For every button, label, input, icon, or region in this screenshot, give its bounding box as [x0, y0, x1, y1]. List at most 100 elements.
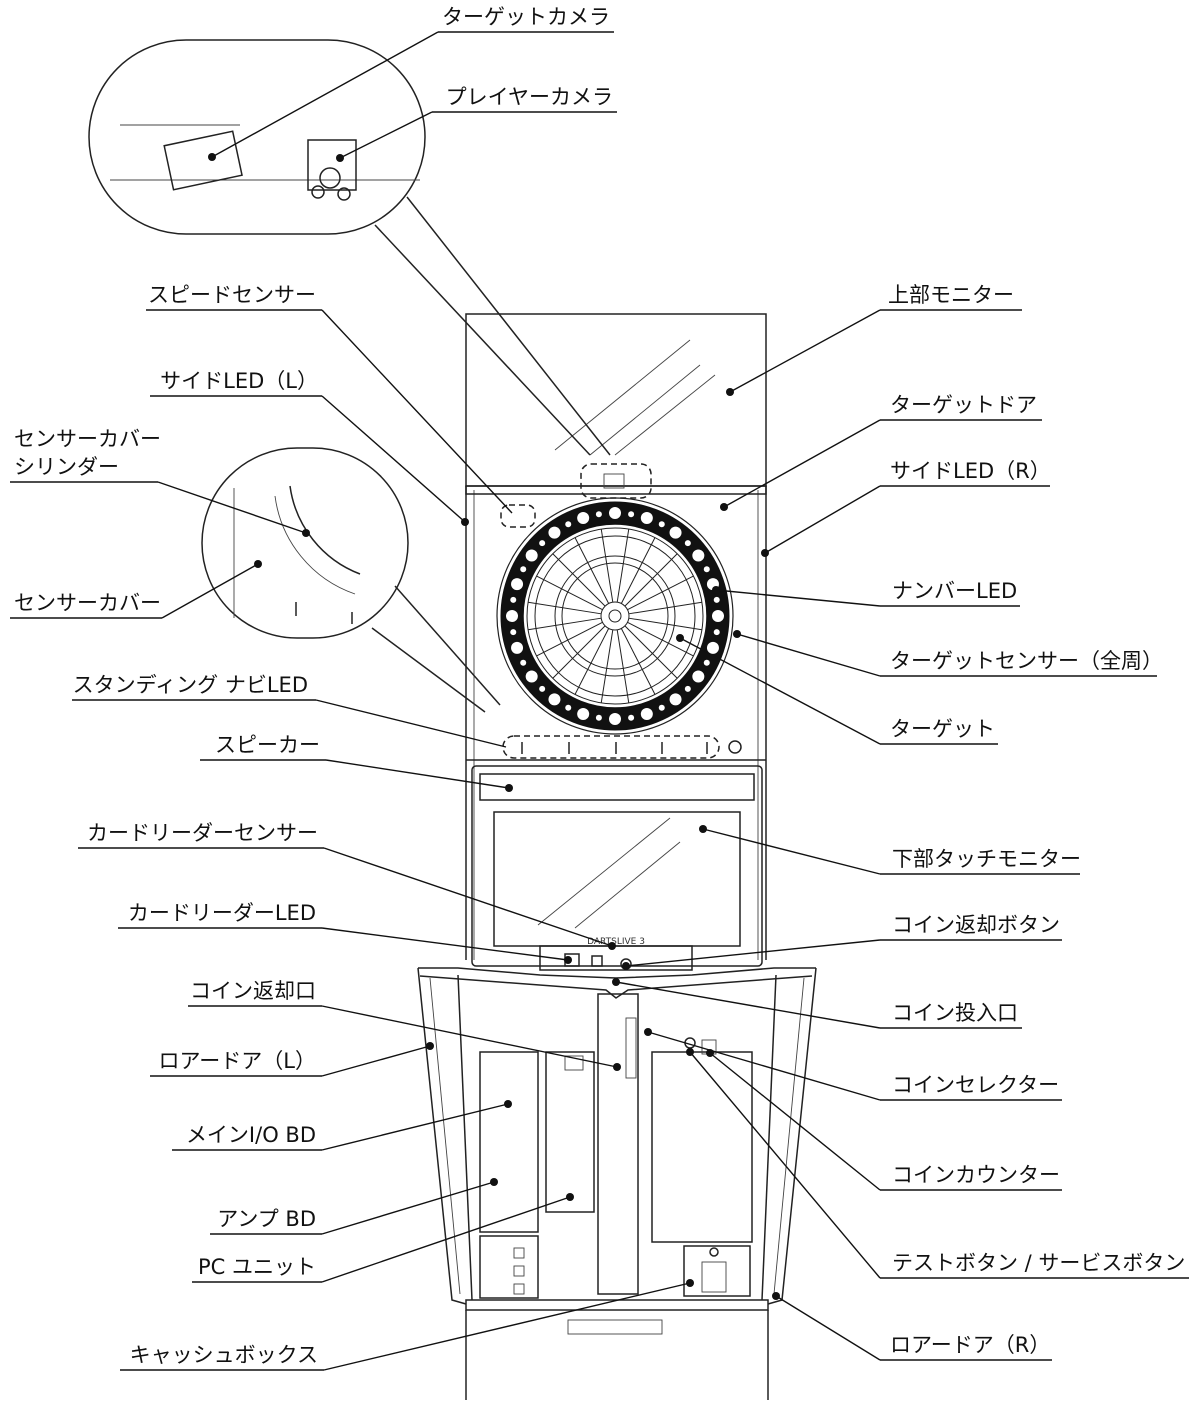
callout-lower-door-r: ロアードア（R） — [772, 1292, 1052, 1361]
callout-coin-selector: コインセレクター — [644, 1028, 1062, 1101]
callout-cash-box: キャッシュボックス — [120, 1279, 694, 1371]
label-standing-navi-led: スタンディング ナビLED — [73, 673, 308, 697]
label-target-door: ターゲットドア — [890, 393, 1037, 417]
board-segment-line — [627, 621, 694, 657]
label-cash-box: キャッシュボックス — [130, 1343, 318, 1367]
callout-number-led: ナンバーLED — [712, 579, 1020, 607]
board-ring — [608, 609, 622, 623]
number-led-dot — [595, 714, 602, 721]
label-coin-selector: コインセレクター — [892, 1073, 1059, 1097]
label-coin-slot: コイン投入口 — [892, 1001, 1018, 1025]
label-side-led-r: サイドLED（R） — [890, 459, 1051, 483]
label-test-service-button: テストボタン / サービスボタン — [892, 1251, 1185, 1275]
number-led-dot — [703, 659, 710, 666]
board-segment-line — [620, 537, 656, 604]
number-led-dot — [684, 540, 691, 547]
number-led-dot — [640, 512, 653, 525]
board-segment-line — [620, 628, 656, 695]
cabinet-body — [465, 473, 767, 960]
number-led-dot — [658, 704, 665, 711]
callout-side-led-r: サイドLED（R） — [761, 459, 1051, 557]
lower-monitor-frame — [471, 765, 763, 967]
number-led-dot — [510, 629, 517, 636]
callout-card-reader-led: カードリーダーLED — [118, 901, 572, 964]
label-amp-bd: アンプ BD — [217, 1207, 316, 1231]
number-led-dot — [609, 713, 621, 725]
label-speed-sensor: スピードセンサー — [148, 283, 316, 307]
navi-led-slots — [521, 740, 742, 754]
board-segment-line — [616, 629, 630, 703]
camera-detail-bubble — [88, 39, 611, 456]
coin-panel: DARTSLIVE 3 — [539, 937, 693, 971]
number-led-dot — [628, 511, 635, 518]
label-player-camera: プレイヤーカメラ — [446, 85, 613, 109]
callout-sensor-cover: センサーカバー — [10, 560, 262, 619]
callout-target-sensor: ターゲットセンサー（全周） — [733, 630, 1163, 677]
board-ring — [561, 562, 669, 670]
number-led-dot — [669, 526, 682, 539]
number-led-dot — [706, 641, 719, 654]
number-led-dot — [658, 521, 665, 528]
upper-monitor-frame — [465, 313, 767, 487]
highlight-markers — [500, 463, 720, 759]
number-led-dot — [577, 707, 590, 720]
label-main-io-bd: メインI/O BD — [186, 1123, 316, 1147]
board-ring — [600, 601, 630, 631]
label-speaker: スピーカー — [215, 733, 320, 757]
number-led-dot — [703, 566, 710, 573]
number-led-dot — [565, 521, 572, 528]
number-led-dot — [640, 707, 653, 720]
board-face — [522, 523, 708, 709]
number-led-dot — [539, 540, 546, 547]
lower-cabinet — [417, 967, 817, 1400]
callout-card-reader-sensor: カードリーダーセンサー — [78, 821, 616, 950]
label-target-camera: ターゲットカメラ — [442, 5, 610, 29]
board-segment-line — [600, 629, 614, 703]
callout-player-camera: プレイヤーカメラ — [336, 85, 617, 162]
board-ring — [534, 535, 696, 697]
callout-coin-return-slot: コイン返却口 — [188, 979, 621, 1071]
number-led-dot — [565, 704, 572, 711]
callout-lower-touch-monitor: 下部タッチモニター — [699, 825, 1081, 875]
label-sensor-cover: センサーカバー — [14, 591, 161, 615]
number-led-dot — [511, 578, 524, 591]
callout-coin-counter: コインカウンター — [706, 1049, 1062, 1191]
callout-standing-navi-led: スタンディング ナビLED — [72, 673, 507, 748]
board-segment-line — [624, 625, 678, 679]
number-led-dot — [577, 512, 590, 525]
callout-target-camera: ターゲットカメラ — [208, 5, 614, 161]
board-segment-line — [628, 601, 702, 615]
board-segment-line — [528, 617, 602, 631]
board-segment-line — [574, 628, 610, 695]
callout-main-io-bd: メインI/O BD — [172, 1100, 512, 1151]
number-led-dot — [539, 685, 546, 692]
dartboard — [496, 497, 734, 735]
callout-upper-monitor: 上部モニター — [726, 283, 1022, 396]
callout-test-service-button: テストボタン / サービスボタン — [686, 1048, 1189, 1279]
number-led-dot — [628, 714, 635, 721]
number-led-dot — [595, 511, 602, 518]
number-led-dot — [609, 507, 621, 519]
board-ring — [526, 527, 704, 705]
board-segment-line — [536, 621, 603, 657]
board-segment-line — [552, 553, 606, 607]
label-sensor-cover-cylinder-1: センサーカバー — [14, 427, 161, 451]
label-sensor-cover-cylinder-2: シリンダー — [14, 455, 119, 479]
label-card-reader-led: カードリーダーLED — [128, 901, 316, 925]
callout-sensor-cover-cylinder: センサーカバー シリンダー — [10, 427, 310, 537]
label-coin-return-button: コイン返却ボタン — [892, 913, 1060, 937]
label-coin-return-slot: コイン返却口 — [190, 979, 316, 1003]
label-lower-door-r: ロアードア（R） — [890, 1333, 1050, 1357]
board-segment-line — [536, 575, 603, 611]
machine-logo: DARTSLIVE 3 — [587, 937, 645, 947]
callout-amp-bd: アンプ BD — [210, 1178, 498, 1235]
board-segment-line — [624, 553, 678, 607]
number-led-dot — [692, 670, 705, 683]
label-card-reader-sensor: カードリーダーセンサー — [87, 821, 318, 845]
label-coin-counter: コインカウンター — [892, 1163, 1060, 1187]
number-led-dot — [692, 549, 705, 562]
number-led-dot — [520, 659, 527, 666]
machine-drawing: DARTSLIVE 3 — [88, 39, 817, 1400]
callout-coin-slot: コイン投入口 — [612, 978, 1022, 1029]
